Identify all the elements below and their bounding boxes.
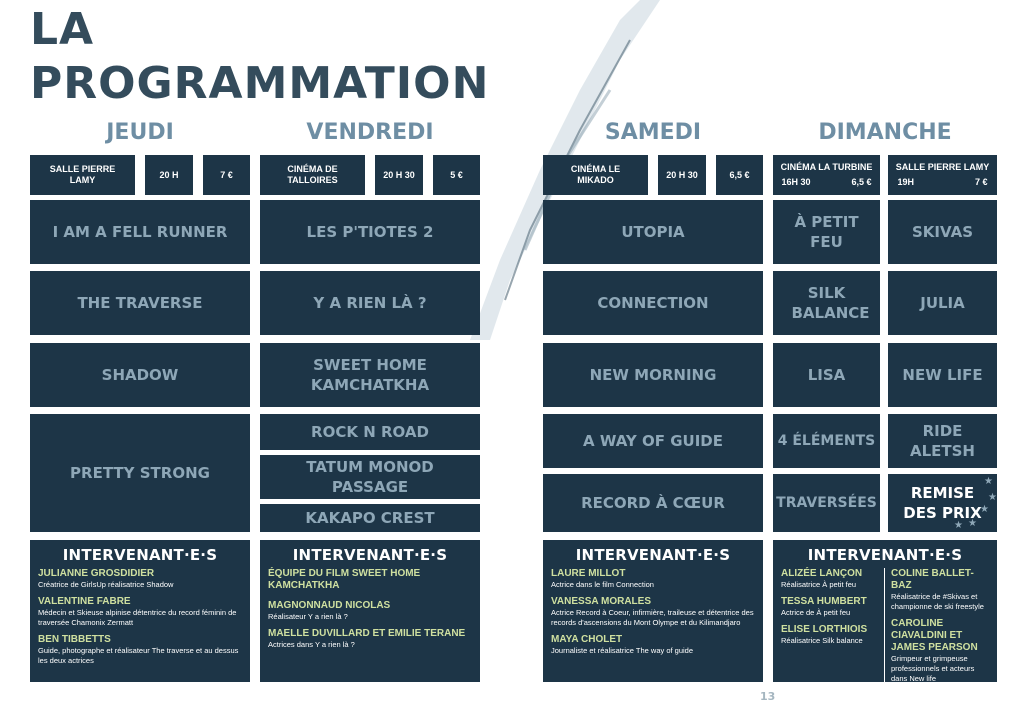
- speaker-name: VALENTINE FABRE: [38, 596, 131, 607]
- time-samedi: 20 H 30: [658, 155, 706, 195]
- speaker-desc: Guide, photographe et réalisateur The tr…: [38, 646, 239, 665]
- speaker-name: MAELLE DUVILLARD ET EMILIE TERANE: [268, 628, 466, 639]
- page-number: 13: [760, 690, 776, 703]
- venue-label: CINÉMA LA TURBINE: [780, 162, 873, 172]
- venue-dimanche-b: SALLE PIERRE LAMY 19H 7 €: [888, 155, 997, 195]
- film-tile: Y A RIEN LÀ ?: [260, 271, 480, 335]
- film-tile: TATUM MONOD PASSAGE: [260, 455, 480, 499]
- speakers-panel-jeudi: INTERVENANT·E·S JULIANNE GROSDIDIER Créa…: [30, 540, 250, 682]
- speakers-panel-dimanche: INTERVENANT·E·S ALIZÉE LANÇON Réalisatri…: [773, 540, 997, 690]
- page-title-line2: PROGRAMMATION: [30, 58, 490, 109]
- time-jeudi: 20 H: [145, 155, 193, 195]
- price-dimanche-a: 6,5 €: [851, 177, 872, 187]
- film-tile: PRETTY STRONG: [30, 414, 250, 532]
- speakers-column-b: COLINE BALLET-BAZ Réalisatrice de #Skiva…: [885, 568, 989, 690]
- day-heading-jeudi: JEUDI: [106, 120, 174, 145]
- speaker-name: JULIANNE GROSDIDIER: [38, 568, 155, 579]
- film-tile: SWEET HOME KAMCHATKHA: [260, 343, 480, 407]
- speakers-heading: INTERVENANT·E·S: [62, 546, 218, 564]
- film-tile: À PETIT FEU: [773, 200, 880, 264]
- film-tile: CONNECTION: [543, 271, 763, 335]
- film-tile: LISA: [773, 343, 880, 407]
- price-samedi: 6,5 €: [716, 155, 763, 195]
- speaker-desc: Journaliste et réalisatrice The way of g…: [551, 646, 694, 655]
- venue-jeudi: SALLE PIERRE LAMY: [30, 155, 135, 195]
- speaker-name: MAGNONNAUD NICOLAS: [268, 600, 391, 611]
- speaker-name: CAROLINE CIAVALDINI ET JAMES PEARSON: [891, 618, 978, 653]
- speakers-column-a: ALIZÉE LANÇON Réalisatrice À petit feu T…: [781, 568, 885, 690]
- speaker-desc: Actrice dans le film Connection: [551, 580, 654, 589]
- film-tile: KAKAPO CREST: [260, 504, 480, 532]
- film-tile: UTOPIA: [543, 200, 763, 264]
- time-vendredi: 20 H 30: [375, 155, 423, 195]
- speaker-name: BEN TIBBETTS: [38, 634, 111, 645]
- speakers-panel-vendredi: INTERVENANT·E·S ÉQUIPE DU FILM SWEET HOM…: [260, 540, 480, 682]
- speaker-desc: Créatrice de GirlsUp réalisatrice Shadow: [38, 580, 174, 589]
- film-tile: SHADOW: [30, 343, 250, 407]
- page-title-line1: LA: [30, 4, 95, 55]
- time-dimanche-a: 16H 30: [781, 177, 811, 187]
- speaker-desc: Réalisatrice À petit feu: [781, 580, 857, 589]
- speaker-desc: Réalisatrice Silk balance: [781, 636, 863, 645]
- venue-vendredi: CINÉMA DE TALLOIRES: [260, 155, 365, 195]
- star-decoration-icon: ★ ★ ★ ★ ★: [954, 476, 997, 531]
- speaker-desc: Actrices dans Y a rien là ?: [268, 640, 355, 649]
- film-tile: TRAVERSÉES: [773, 474, 880, 532]
- film-tile: 4 ÉLÉMENTS: [773, 414, 880, 468]
- speaker-name: MAYA CHOLET: [551, 634, 623, 645]
- film-tile: I AM A FELL RUNNER: [30, 200, 250, 264]
- speaker-name: ÉQUIPE DU FILM SWEET HOME KAMCHATKHA: [268, 568, 421, 591]
- film-tile: SKIVAS: [888, 200, 997, 264]
- day-heading-dimanche: DIMANCHE: [818, 120, 952, 145]
- speaker-name: ALIZÉE LANÇON: [781, 568, 863, 579]
- film-tile: RIDE ALETSH: [888, 414, 997, 468]
- film-tile: NEW LIFE: [888, 343, 997, 407]
- speaker-desc: Actrice Record à Coeur, infirmière, trai…: [551, 608, 754, 627]
- speaker-desc: Réalisateur Y a rien là ?: [268, 612, 348, 621]
- price-jeudi: 7 €: [203, 155, 250, 195]
- speakers-heading: INTERVENANT·E·S: [807, 546, 963, 564]
- speaker-name: TESSA HUMBERT: [781, 596, 867, 607]
- venue-label: SALLE PIERRE LAMY: [895, 162, 990, 172]
- film-tile: SILK BALANCE: [773, 271, 880, 335]
- price-vendredi: 5 €: [433, 155, 480, 195]
- speakers-panel-samedi: INTERVENANT·E·S LAURE MILLOT Actrice dan…: [543, 540, 763, 682]
- speaker-desc: Réalisatrice de #Skivas et championne de…: [891, 592, 984, 611]
- speaker-name: COLINE BALLET-BAZ: [891, 568, 974, 591]
- price-dimanche-b: 7 €: [974, 177, 988, 187]
- film-tile: NEW MORNING: [543, 343, 763, 407]
- film-tile: JULIA: [888, 271, 997, 335]
- venue-dimanche-a: CINÉMA LA TURBINE 16H 30 6,5 €: [773, 155, 880, 195]
- film-tile: RECORD À CŒUR: [543, 474, 763, 532]
- speaker-desc: Médecin et Skieuse alpinise détentrice d…: [38, 608, 237, 627]
- film-tile: ROCK N ROAD: [260, 414, 480, 450]
- speaker-name: ELISE LORTHIOIS: [781, 624, 868, 635]
- venue-samedi: CINÉMA LE MIKADO: [543, 155, 648, 195]
- time-dimanche-b: 19H: [897, 177, 915, 187]
- film-tile: A WAY OF GUIDE: [543, 414, 763, 468]
- day-heading-samedi: SAMEDI: [604, 120, 702, 145]
- speaker-name: LAURE MILLOT: [551, 568, 626, 579]
- film-tile: THE TRAVERSE: [30, 271, 250, 335]
- speaker-desc: Actrice de À petit feu: [781, 608, 851, 617]
- speaker-desc: Grimpeur et grimpeuse professionnels et …: [891, 654, 975, 683]
- speaker-name: VANESSA MORALES: [551, 596, 652, 607]
- award-ceremony-tile: REMISE DES PRIX: [888, 474, 997, 532]
- speakers-heading: INTERVENANT·E·S: [575, 546, 731, 564]
- film-tile: LES P'TIOTES 2: [260, 200, 480, 264]
- speakers-heading: INTERVENANT·E·S: [292, 546, 448, 564]
- day-heading-vendredi: VENDREDI: [306, 120, 434, 145]
